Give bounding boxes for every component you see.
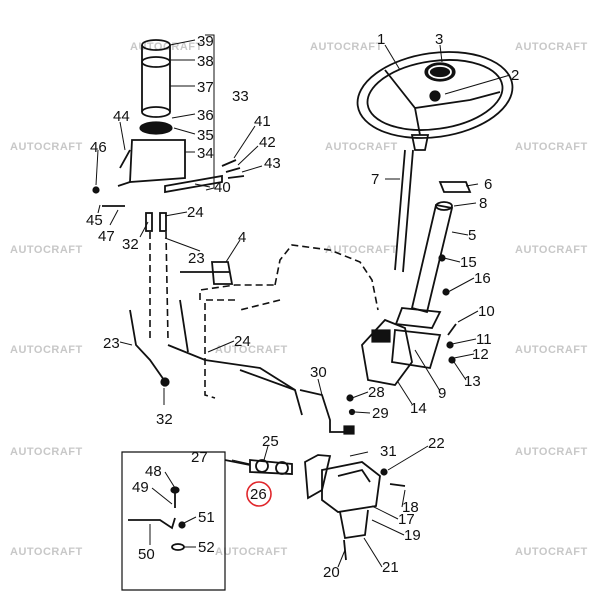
watermark: AUTOCRAFT — [10, 344, 83, 356]
watermarks: AUTOCRAFT AUTOCRAFT AUTOCRAFT AUTOCRAFT … — [10, 41, 588, 558]
part-label: 25 — [262, 433, 279, 450]
part-label: 44 — [113, 108, 130, 125]
part-label: 16 — [474, 270, 491, 287]
part-label: 34 — [197, 145, 214, 162]
part-label: 24 — [234, 333, 251, 350]
steering-column — [394, 181, 472, 329]
part-label: 28 — [368, 384, 385, 401]
part-label: 1 — [377, 31, 385, 48]
watermark: AUTOCRAFT — [515, 344, 588, 356]
part-label: 5 — [468, 227, 476, 244]
part-label: 37 — [197, 79, 214, 96]
watermark: AUTOCRAFT — [515, 446, 588, 458]
part-label: 42 — [259, 134, 276, 151]
steering-wheel — [356, 51, 514, 151]
part-label: 45 — [86, 212, 103, 229]
part-label: 11 — [476, 331, 492, 348]
part-label: 36 — [197, 107, 214, 124]
watermark: AUTOCRAFT — [10, 446, 83, 458]
part-label: 38 — [197, 53, 214, 70]
part-label: 22 — [428, 435, 445, 452]
watermark: AUTOCRAFT — [215, 344, 288, 356]
part-label: 2 — [511, 67, 519, 84]
fuel-tank-assembly — [117, 39, 245, 194]
small-hardware — [438, 254, 457, 364]
highlight-circle — [246, 481, 272, 507]
watermark: AUTOCRAFT — [310, 41, 383, 53]
watermark: AUTOCRAFT — [325, 244, 398, 256]
watermark: AUTOCRAFT — [10, 244, 83, 256]
part-label: 10 — [478, 303, 495, 320]
fuel-line-hardware — [92, 186, 167, 232]
part-label: 41 — [254, 113, 271, 130]
part-label: 39 — [197, 33, 214, 50]
throttle-handle — [180, 261, 234, 285]
part-label: 17 — [398, 511, 415, 528]
inset-detail — [121, 451, 226, 591]
part-label: 43 — [264, 155, 281, 172]
part-label: 6 — [484, 176, 492, 193]
part-label: 3 — [435, 31, 443, 48]
part-label-highlighted: 26 — [250, 486, 267, 503]
part-label: 4 — [238, 229, 246, 246]
watermark: AUTOCRAFT — [325, 141, 398, 153]
part-label: 23 — [188, 250, 205, 267]
part-label: 50 — [138, 546, 155, 563]
part-label: 19 — [404, 527, 421, 544]
part-label: 24 — [187, 204, 204, 221]
part-label: 47 — [98, 228, 115, 245]
part-label: 32 — [156, 411, 173, 428]
part-label: 18 — [402, 499, 419, 516]
linkage-rod — [299, 389, 356, 435]
watermark: AUTOCRAFT — [10, 546, 83, 558]
part-label: 51 — [198, 509, 215, 526]
part-label: 13 — [464, 373, 481, 390]
cable-routing — [149, 231, 379, 399]
watermark: AUTOCRAFT — [515, 546, 588, 558]
part-label: 31 — [380, 443, 397, 460]
watermark: AUTOCRAFT — [515, 141, 588, 153]
part-label: 29 — [372, 405, 389, 422]
part-label: 52 — [198, 539, 215, 556]
part-label: 27 — [191, 449, 208, 466]
part-label: 20 — [323, 564, 340, 581]
watermark: AUTOCRAFT — [515, 41, 588, 53]
switch-assembly — [224, 459, 293, 475]
part-label: 35 — [197, 127, 214, 144]
part-label: 15 — [460, 254, 477, 271]
leader-lines — [95, 34, 511, 568]
solid-cables — [129, 299, 303, 416]
part-label: 32 — [122, 236, 139, 253]
watermark: AUTOCRAFT — [130, 41, 203, 53]
steering-shaft — [394, 149, 414, 273]
part-label: 30 — [310, 364, 327, 381]
part-label: 33 — [232, 88, 249, 105]
watermark: AUTOCRAFT — [10, 141, 83, 153]
part-label: 48 — [145, 463, 162, 480]
solenoid-bracket — [304, 454, 406, 561]
part-label: 12 — [472, 346, 489, 363]
watermark: AUTOCRAFT — [515, 244, 588, 256]
watermark: AUTOCRAFT — [215, 546, 288, 558]
part-label: 9 — [438, 385, 446, 402]
steering-gearbox — [361, 318, 442, 386]
part-label: 21 — [382, 559, 399, 576]
part-label: 49 — [132, 479, 149, 496]
part-labels: 1 2 3 4 5 6 7 8 9 10 11 12 13 14 15 16 1… — [86, 31, 519, 581]
part-label: 7 — [371, 171, 379, 188]
part-label: 14 — [410, 400, 427, 417]
part-label: 8 — [479, 195, 487, 212]
part-label: 40 — [214, 179, 231, 196]
part-label: 46 — [90, 139, 107, 156]
part-label: 23 — [103, 335, 120, 352]
